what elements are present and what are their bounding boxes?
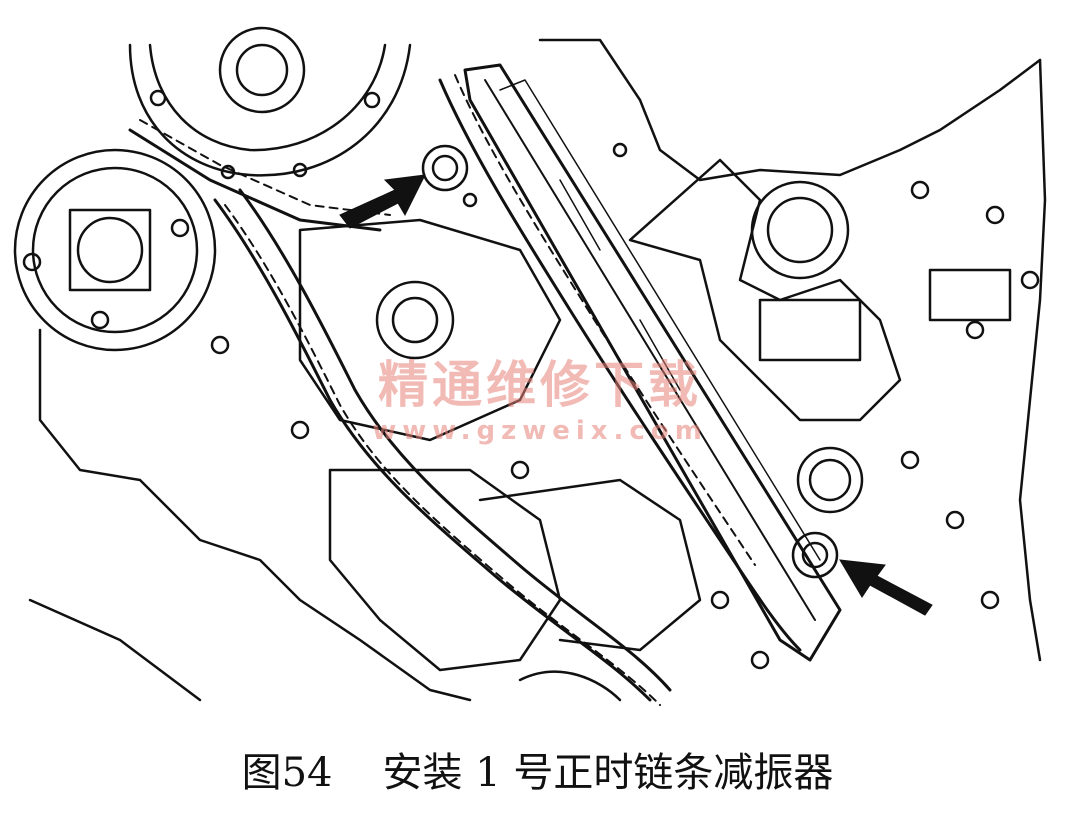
damper-bolt-lower (791, 531, 839, 579)
camshaft-sprocket-left (13, 148, 217, 352)
damper-bolt-upper (421, 144, 469, 192)
arrow-lower (839, 559, 933, 616)
center-plate (298, 218, 562, 442)
camshaft-sprocket-upper (128, 26, 412, 180)
timing-chain-illustration (13, 26, 1047, 706)
lower-plate (328, 468, 562, 672)
timing-chain-left (213, 188, 672, 706)
engine-outline-left (38, 328, 472, 702)
arrow-upper (339, 174, 426, 229)
figure-title: 安装 1 号正时链条减振器 (382, 750, 834, 796)
timing-chain-right (438, 74, 802, 652)
engine-outline-right (1018, 58, 1047, 662)
figure-number: 图54 (241, 750, 333, 796)
chain-damper-1 (463, 63, 842, 662)
engine-outline-top-right (538, 38, 1042, 182)
right-bracket (628, 158, 1040, 610)
center-boss (375, 280, 455, 360)
figure-caption: 图54 安装 1 号正时链条减振器 (0, 740, 1075, 798)
